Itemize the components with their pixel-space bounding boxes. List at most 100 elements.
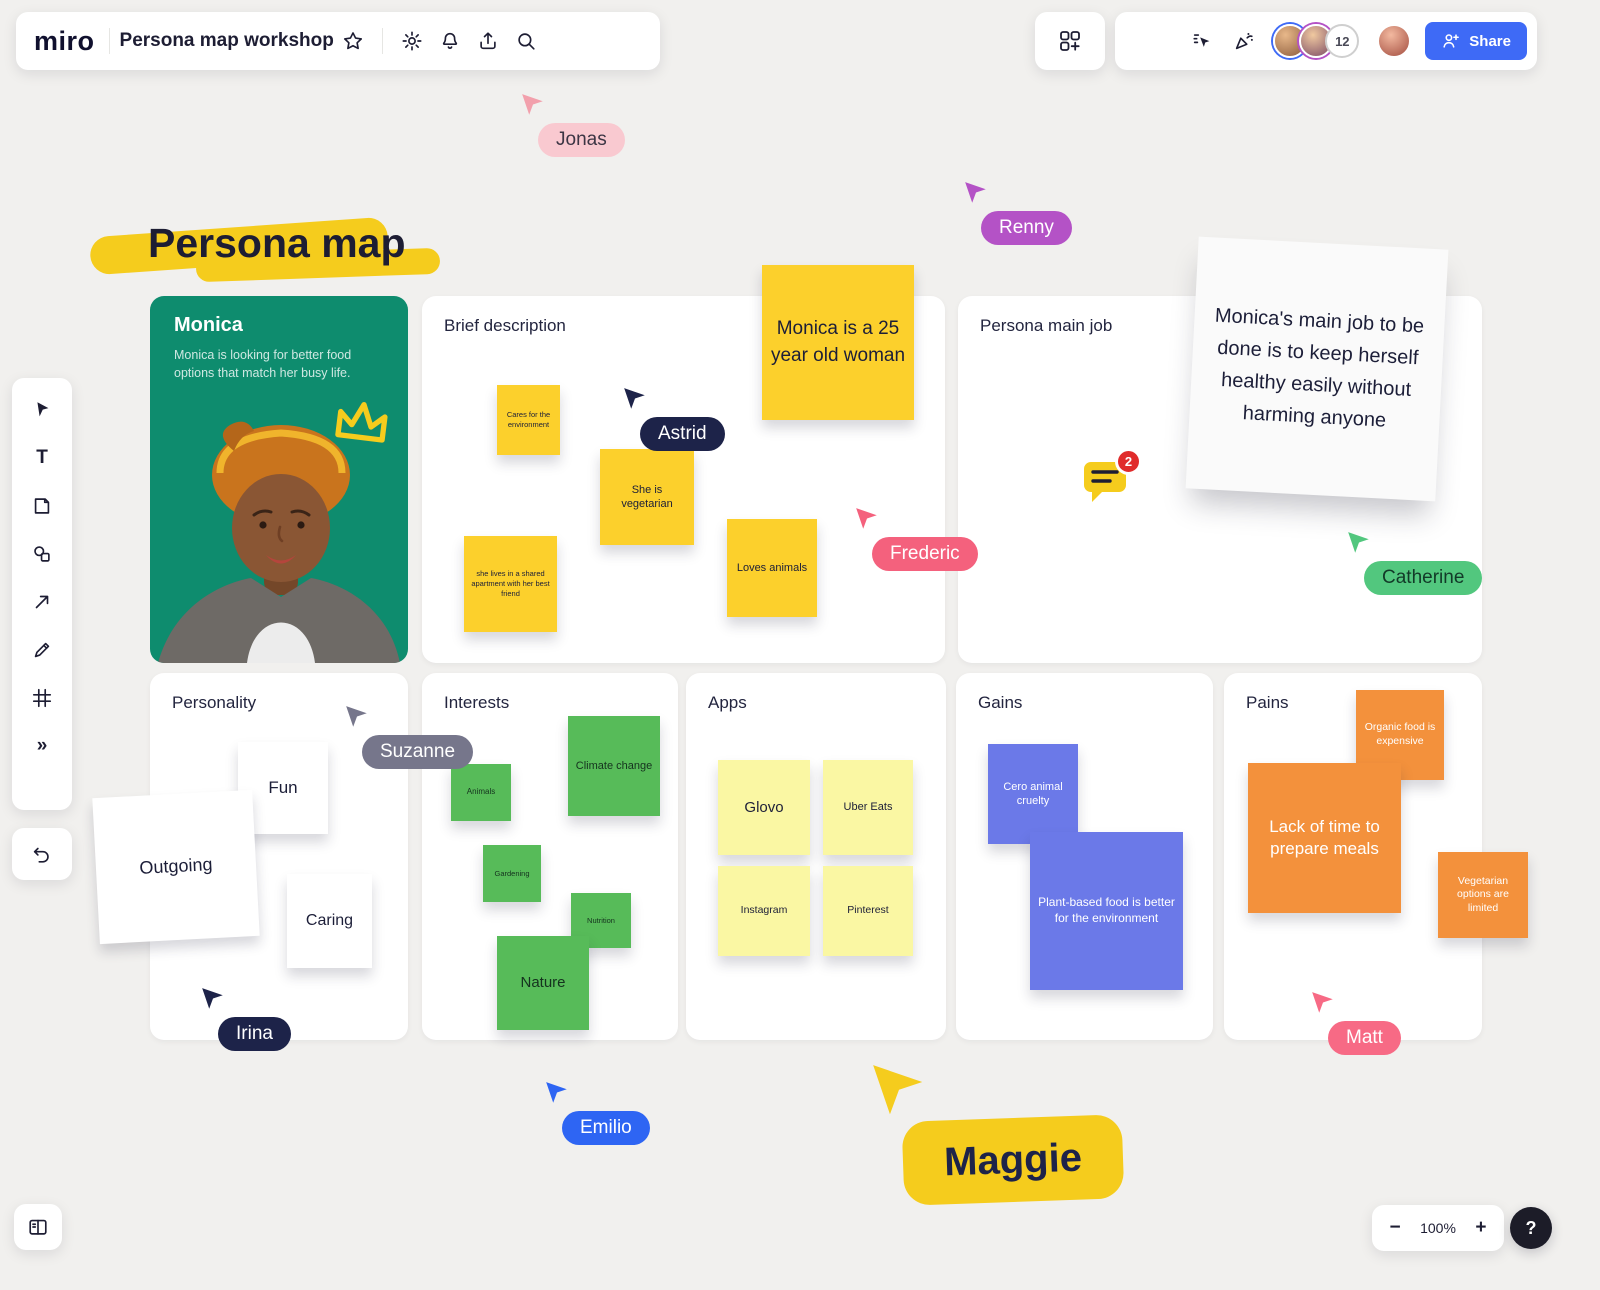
collaborator-count-badge[interactable]: 12	[1325, 24, 1360, 58]
sticky-note[interactable]: Outgoing	[92, 789, 260, 945]
pen-icon[interactable]	[22, 630, 62, 670]
tools-toolbar: T »	[12, 378, 72, 810]
zoom-level[interactable]: 100%	[1420, 1220, 1456, 1236]
monica-card-description: Monica is looking for better food option…	[174, 348, 352, 381]
cursor-arrow-icon	[1348, 532, 1369, 553]
zoom-bar: − 100% +	[1372, 1205, 1504, 1251]
cursor-frederic: Frederic	[854, 506, 978, 571]
zoom-in-button[interactable]: +	[1464, 1211, 1498, 1245]
monica-card[interactable]: Monica Monica is looking for better food…	[150, 296, 408, 663]
crown-doodle[interactable]	[330, 393, 394, 450]
frame-title[interactable]: Apps	[708, 693, 747, 712]
cursor-label: Irina	[218, 1017, 291, 1051]
comment-bubble-icon	[1084, 462, 1126, 502]
frames-panel-box	[14, 1204, 62, 1250]
sticky-note[interactable]: Climate change	[568, 716, 660, 816]
sticky-note[interactable]: Nature	[497, 936, 589, 1030]
comment-count-badge[interactable]: 2	[1115, 448, 1142, 475]
frames-panel-icon[interactable]	[19, 1208, 57, 1246]
miro-logo[interactable]: miro	[34, 25, 95, 56]
sticky-note[interactable]: Gardening	[483, 845, 541, 902]
sticky-note[interactable]: Animals	[451, 764, 511, 821]
help-button[interactable]: ?	[1510, 1207, 1552, 1249]
cursor-astrid: Astrid	[622, 386, 725, 451]
undo-panel	[12, 828, 72, 880]
sticky-note[interactable]: she lives in a shared apartment with her…	[464, 536, 557, 632]
sticky-note[interactable]: Loves animals	[727, 519, 817, 617]
sticky-note[interactable]: Plant-based food is better for the envir…	[1030, 832, 1183, 990]
cursor-label: Suzanne	[362, 735, 474, 769]
sticky-note[interactable]: Lack of time to prepare meals	[1248, 763, 1401, 913]
divider	[108, 28, 110, 54]
sticky-note[interactable]: Pinterest	[823, 866, 913, 956]
text-tool-icon[interactable]: T	[22, 438, 62, 478]
divider	[381, 28, 383, 54]
main-job-note[interactable]: Monica's main job to be done is to keep …	[1185, 236, 1449, 502]
cursor-label: Emilio	[562, 1111, 650, 1145]
collaboration-toolbar: 12 Share	[1115, 12, 1537, 70]
frame-title[interactable]: Brief description	[444, 316, 566, 335]
frame-apps[interactable]: Apps	[686, 673, 946, 1040]
frame-title[interactable]: Pains	[1246, 693, 1289, 712]
board-heading[interactable]: Persona map	[148, 220, 406, 266]
cursor-arrow-icon	[546, 1082, 567, 1103]
sticky-note-icon[interactable]	[22, 486, 62, 526]
sticky-note[interactable]: Instagram	[718, 866, 810, 956]
cursor-label: Frederic	[872, 537, 978, 571]
sticky-note[interactable]: Glovo	[718, 760, 810, 855]
cursor-emilio: Emilio	[544, 1080, 650, 1145]
cursor-pointer-icon[interactable]	[1183, 22, 1221, 60]
cursor-jonas: Jonas	[520, 92, 625, 157]
sticky-note[interactable]: Monica is a 25 year old woman	[762, 265, 914, 420]
apps-grid-icon[interactable]	[1051, 22, 1089, 60]
cursor-matt: Matt	[1310, 990, 1401, 1055]
cursor-maggie: Maggie	[868, 1060, 1125, 1206]
cursor-label: Renny	[981, 211, 1072, 245]
frame-icon[interactable]	[22, 678, 62, 718]
frame-title[interactable]: Personality	[172, 693, 257, 712]
share-button[interactable]: Share	[1425, 22, 1527, 60]
widgets-panel	[1035, 12, 1105, 70]
cursor-arrow-icon	[856, 508, 877, 529]
cursor-arrow-icon	[965, 182, 986, 203]
settings-gear-icon[interactable]	[393, 22, 431, 60]
monica-card-title: Monica	[174, 314, 243, 336]
cursor-arrow-icon	[1312, 992, 1333, 1013]
frame-title[interactable]: Gains	[978, 693, 1023, 712]
cursor-suzanne: Suzanne	[344, 704, 474, 769]
zoom-out-button[interactable]: −	[1378, 1211, 1412, 1245]
cursor-arrow-icon	[522, 94, 543, 115]
more-tools-icon[interactable]: »	[22, 726, 62, 766]
user-avatar[interactable]	[1377, 24, 1412, 58]
collaborator-avatars[interactable]: 12	[1273, 24, 1360, 58]
cursor-arrow-icon	[873, 1065, 923, 1115]
sticky-note[interactable]: Uber Eats	[823, 760, 913, 855]
sticky-note[interactable]: Cero animal cruelty	[988, 744, 1078, 844]
cursor-label: Matt	[1328, 1021, 1401, 1055]
board-title[interactable]: Persona map workshop	[119, 30, 334, 51]
shapes-icon[interactable]	[22, 534, 62, 574]
notifications-bell-icon[interactable]	[431, 22, 469, 60]
comment-pin[interactable]: 2	[1080, 448, 1142, 511]
celebration-confetti-icon[interactable]	[1225, 22, 1263, 60]
share-label: Share	[1469, 32, 1511, 50]
export-upload-icon[interactable]	[469, 22, 507, 60]
sticky-note[interactable]: Caring	[287, 874, 372, 968]
select-cursor-icon[interactable]	[22, 390, 62, 430]
sticky-note[interactable]: She is vegetarian	[600, 449, 694, 545]
cursor-label: Astrid	[640, 417, 725, 451]
cursor-arrow-icon	[624, 388, 645, 409]
search-icon[interactable]	[507, 22, 545, 60]
cursor-catherine: Catherine	[1346, 530, 1483, 595]
cursor-label: Catherine	[1364, 561, 1483, 595]
frame-title[interactable]: Persona main job	[980, 316, 1113, 335]
undo-icon[interactable]	[23, 835, 61, 873]
connector-arrow-icon[interactable]	[22, 582, 62, 622]
frame-title[interactable]: Interests	[444, 693, 510, 712]
share-person-icon	[1443, 34, 1460, 48]
sticky-note[interactable]: Cares for the environment	[497, 385, 560, 455]
sticky-note[interactable]: Vegetarian options are limited	[1438, 852, 1528, 938]
favorite-star-icon[interactable]	[334, 22, 372, 60]
cursor-arrow-icon	[202, 988, 223, 1009]
